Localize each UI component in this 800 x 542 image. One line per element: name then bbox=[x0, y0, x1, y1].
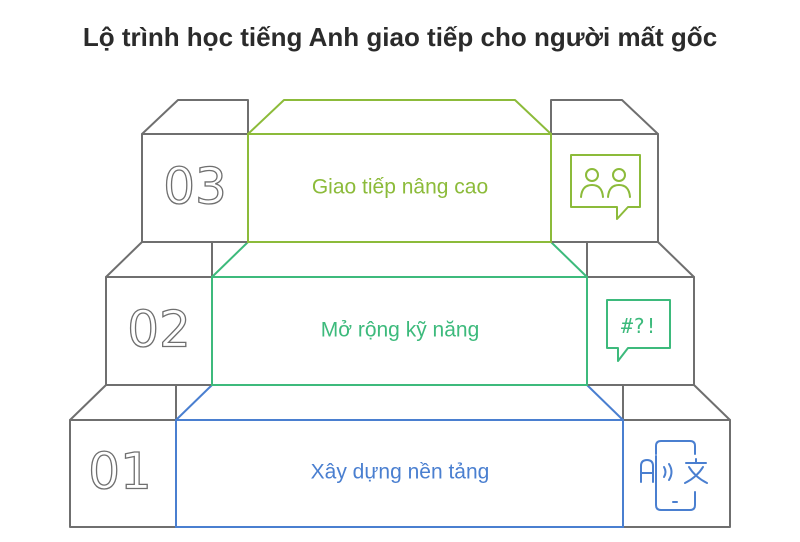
step-01: 01 Xây dựng nền tảng bbox=[69, 384, 731, 528]
step-01-right-top bbox=[622, 384, 731, 421]
group-chat-icon bbox=[570, 154, 641, 220]
step-01-number-box bbox=[69, 419, 177, 528]
step-03-right-top bbox=[550, 99, 659, 135]
step-03-icon-box bbox=[550, 133, 659, 243]
step-02-icon-box bbox=[586, 276, 695, 386]
step-03-center-top bbox=[247, 99, 552, 135]
speech-symbols-text: #?! bbox=[621, 314, 657, 338]
step-01-left-top bbox=[69, 384, 177, 421]
step-01-center-box bbox=[175, 419, 624, 528]
translate-phone-icon bbox=[640, 440, 708, 511]
step-02-right-top bbox=[586, 241, 695, 278]
step-03-label: Giao tiếp nâng cao bbox=[312, 176, 488, 199]
step-03-number: 03 bbox=[163, 158, 227, 216]
step-02-left-top bbox=[105, 241, 213, 278]
step-02-center-box bbox=[211, 276, 588, 386]
step-01-number: 01 bbox=[88, 443, 152, 501]
page-title: Lộ trình học tiếng Anh giao tiếp cho ngư… bbox=[82, 22, 718, 52]
step-01-label: Xây dựng nền tảng bbox=[311, 461, 490, 484]
step-02-label: Mở rộng kỹ năng bbox=[321, 319, 480, 342]
step-03-left-top bbox=[141, 99, 249, 135]
step-02-center-top bbox=[211, 241, 588, 278]
step-03-center-box bbox=[247, 133, 552, 243]
step-02-number: 02 bbox=[127, 301, 191, 359]
step-03: 03 Giao tiếp nâng cao bbox=[141, 99, 659, 243]
step-02: 02 Mở rộng kỹ năng #?! bbox=[105, 241, 695, 386]
step-01-center-top bbox=[175, 384, 624, 421]
speech-symbols-icon: #?! bbox=[606, 299, 671, 362]
